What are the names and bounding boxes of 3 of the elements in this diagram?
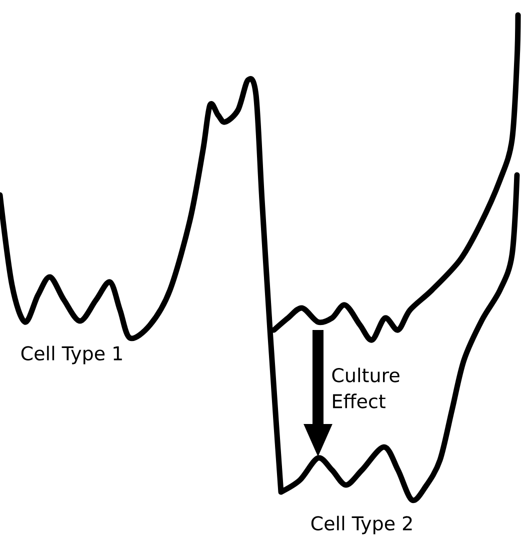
text-label: Cell Type 2	[311, 516, 412, 534]
text-label: Cell Type 1	[21, 346, 122, 364]
text-label: Culture Effect	[332, 368, 400, 408]
